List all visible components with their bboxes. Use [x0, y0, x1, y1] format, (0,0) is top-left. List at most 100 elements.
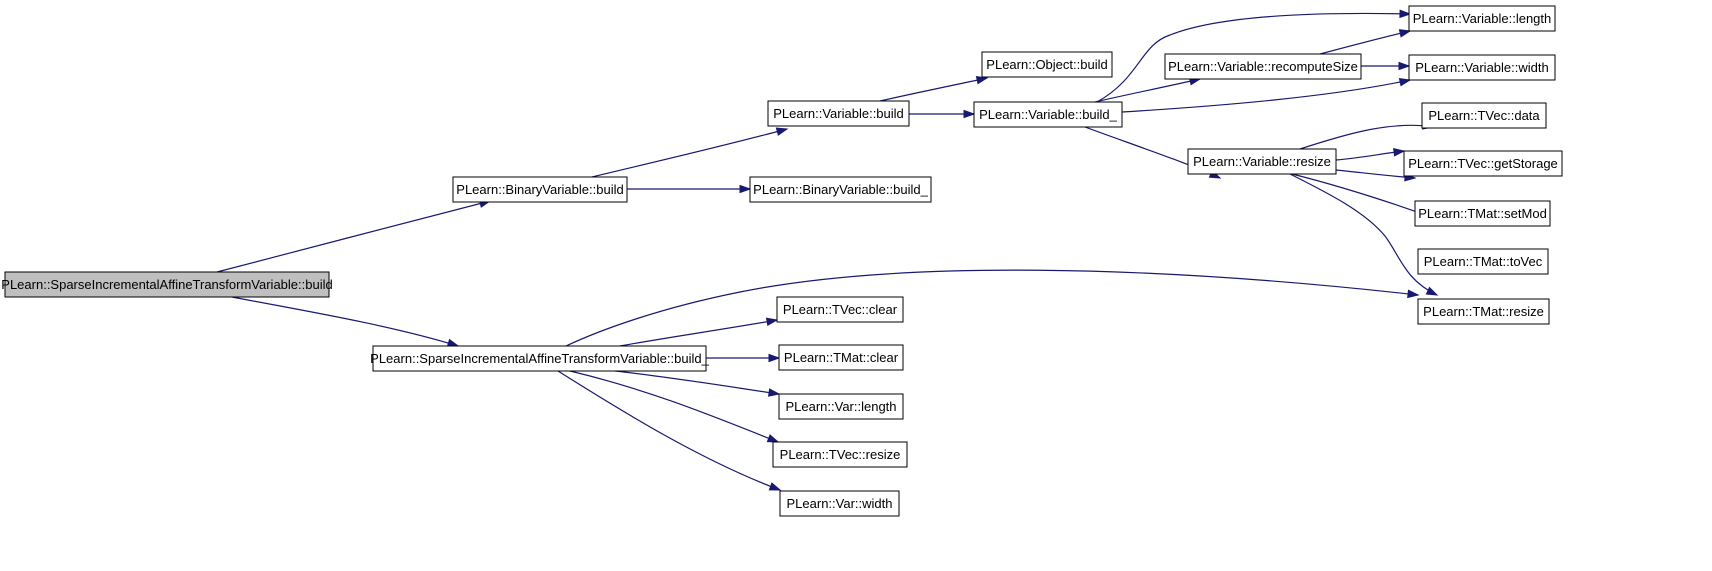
- edge-line: [619, 319, 778, 347]
- node-varlength[interactable]: PLearn::Var::length: [778, 393, 904, 420]
- edge-vrecompute-to-vwidth: [1361, 61, 1411, 71]
- node-label: PLearn::Variable::build_: [979, 107, 1118, 122]
- node-vresize[interactable]: PLearn::Variable::resize: [1187, 148, 1337, 175]
- edge-vbuild_-to-vrecompute: [1094, 77, 1202, 103]
- node-tmclear[interactable]: PLearn::TMat::clear: [778, 344, 904, 371]
- nodes-layer: PLearn::SparseIncrementalAffineTransform…: [1, 5, 1563, 517]
- node-box: [749, 176, 932, 203]
- node-label: PLearn::SparseIncrementalAffineTransform…: [1, 277, 332, 292]
- edge-line: [1094, 78, 1201, 103]
- edge-root-to-bvbuild: [216, 199, 492, 273]
- node-bvbuild_[interactable]: PLearn::BinaryVariable::build_: [749, 176, 932, 203]
- edge-root-to-sbuild_: [231, 296, 460, 348]
- node-box: [778, 344, 904, 371]
- node-vrecompute[interactable]: PLearn::Variable::recomputeSize: [1164, 53, 1362, 80]
- node-box: [973, 101, 1123, 128]
- node-varwidth[interactable]: PLearn::Var::width: [779, 490, 900, 517]
- node-obuild[interactable]: PLearn::Object::build: [981, 51, 1113, 78]
- edge-line: [614, 370, 780, 395]
- edge-vrecompute-to-vlength: [1319, 29, 1412, 55]
- node-box: [4, 271, 330, 298]
- edge-bvbuild-to-bvbuild_: [627, 184, 752, 194]
- node-label: PLearn::Variable::recomputeSize: [1168, 59, 1358, 74]
- node-tmtovec[interactable]: PLearn::TMat::toVec: [1417, 248, 1549, 275]
- edge-vresize-to-tvdata: [1299, 121, 1435, 150]
- edge-line: [1319, 30, 1411, 55]
- arrowhead-icon: [1425, 286, 1439, 296]
- node-tmsetmod[interactable]: PLearn::TMat::setMod: [1414, 200, 1551, 227]
- node-vwidth[interactable]: PLearn::Variable::width: [1408, 54, 1556, 81]
- node-box: [772, 441, 908, 468]
- edge-line: [565, 269, 1419, 347]
- arrowhead-icon: [775, 127, 789, 136]
- arrowhead-icon: [1399, 9, 1412, 19]
- node-box: [372, 345, 707, 372]
- edges-layer: [216, 9, 1452, 491]
- arrowhead-icon: [767, 388, 781, 397]
- node-vbuild[interactable]: PLearn::Variable::build: [767, 100, 910, 127]
- node-label: PLearn::TVec::getStorage: [1408, 156, 1558, 171]
- edge-line: [591, 128, 788, 178]
- arrowhead-icon: [765, 317, 779, 327]
- node-box: [1164, 53, 1362, 80]
- node-label: PLearn::Var::length: [785, 399, 896, 414]
- edge-sbuild_-to-varlength: [614, 370, 781, 397]
- node-sbuild_[interactable]: PLearn::SparseIncrementalAffineTransform…: [370, 345, 710, 372]
- node-vbuild_[interactable]: PLearn::Variable::build_: [973, 101, 1123, 128]
- node-label: PLearn::TVec::data: [1428, 108, 1540, 123]
- node-label: PLearn::TMat::resize: [1423, 304, 1544, 319]
- node-box: [778, 393, 904, 420]
- node-label: PLearn::Variable::length: [1413, 11, 1552, 26]
- node-tmresize[interactable]: PLearn::TMat::resize: [1417, 298, 1550, 325]
- arrowhead-icon: [963, 109, 976, 119]
- node-tvresize[interactable]: PLearn::TVec::resize: [772, 441, 908, 468]
- node-box: [1403, 150, 1563, 177]
- edge-vbuild-to-obuild: [879, 76, 989, 102]
- node-label: PLearn::TMat::setMod: [1418, 206, 1547, 221]
- node-tvgetstorage[interactable]: PLearn::TVec::getStorage: [1403, 150, 1563, 177]
- arrowhead-icon: [1393, 148, 1406, 157]
- node-label: PLearn::Variable::width: [1415, 60, 1548, 75]
- edge-line: [879, 77, 988, 102]
- edge-sbuild_-to-tmclear: [706, 353, 781, 363]
- arrowhead-icon: [768, 353, 781, 363]
- edge-vresize-to-tvgetstorage: [1335, 148, 1406, 161]
- edge-line: [231, 296, 459, 347]
- node-box: [1408, 54, 1556, 81]
- edge-sbuild_-to-tmresize: [565, 269, 1420, 347]
- node-box: [981, 51, 1113, 78]
- node-box: [452, 176, 628, 203]
- node-tvclear[interactable]: PLearn::TVec::clear: [776, 296, 904, 323]
- node-label: PLearn::BinaryVariable::build: [456, 182, 623, 197]
- node-label: PLearn::TMat::toVec: [1424, 254, 1543, 269]
- node-box: [779, 490, 900, 517]
- arrowhead-icon: [1407, 289, 1420, 299]
- node-label: PLearn::TVec::resize: [780, 447, 901, 462]
- arrowhead-icon: [768, 482, 782, 491]
- edge-vresize-to-tmsetmod: [1335, 169, 1417, 182]
- edge-bvbuild-to-vbuild: [591, 127, 789, 178]
- node-label: PLearn::Object::build: [986, 57, 1107, 72]
- arrowhead-icon: [766, 434, 780, 443]
- node-vlength[interactable]: PLearn::Variable::length: [1408, 5, 1556, 32]
- arrowhead-icon: [1398, 29, 1412, 38]
- node-box: [776, 296, 904, 323]
- node-box: [1414, 200, 1551, 227]
- node-box: [1421, 102, 1547, 129]
- edge-sbuild_-to-tvclear: [619, 317, 779, 347]
- node-tvdata[interactable]: PLearn::TVec::data: [1421, 102, 1547, 129]
- edge-line: [557, 370, 781, 491]
- arrowhead-icon: [1398, 77, 1412, 87]
- edge-sbuild_-to-varwidth: [557, 370, 782, 491]
- edge-line: [569, 370, 779, 443]
- node-root[interactable]: PLearn::SparseIncrementalAffineTransform…: [1, 271, 333, 298]
- arrowhead-icon: [739, 184, 752, 194]
- arrowhead-icon: [975, 76, 989, 85]
- edge-vresize-to-tmresize: [1289, 173, 1439, 296]
- edge-vbuild-to-vbuild_: [909, 109, 976, 119]
- node-bvbuild[interactable]: PLearn::BinaryVariable::build: [452, 176, 628, 203]
- node-label: PLearn::Variable::resize: [1193, 154, 1331, 169]
- node-box: [1417, 248, 1549, 275]
- edge-line: [1289, 173, 1438, 296]
